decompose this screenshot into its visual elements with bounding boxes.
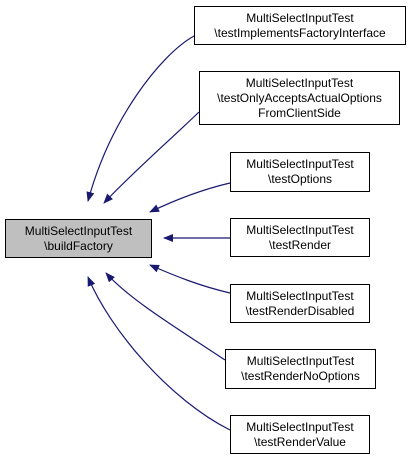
node-line: MultiSelectInputTest	[246, 10, 354, 25]
node-line: \testRenderDisabled	[245, 303, 355, 318]
node-line: MultiSelectInputTest	[245, 75, 354, 90]
node-build-factory-line-2: \buildFactory	[44, 238, 113, 253]
node-build-factory-line-1: MultiSelectInputTest	[24, 223, 133, 238]
node-line: \testImplementsFactoryInterface	[214, 25, 386, 40]
node-test-only-accepts-actual-options[interactable]: MultiSelectInputTest \testOnlyAcceptsAct…	[199, 71, 400, 125]
node-test-render[interactable]: MultiSelectInputTest \testRender	[230, 218, 370, 257]
edge-c3-to-build	[149, 182, 231, 213]
node-line: MultiSelectInputTest	[246, 354, 355, 368]
node-test-render-disabled[interactable]: MultiSelectInputTest \testRenderDisabled	[230, 284, 370, 323]
node-line: MultiSelectInputTest	[246, 157, 354, 171]
node-test-options[interactable]: MultiSelectInputTest \testOptions	[230, 152, 370, 192]
node-line: \testOnlyAcceptsActualOptions	[217, 90, 382, 105]
node-test-render-value[interactable]: MultiSelectInputTest \testRenderValue	[230, 415, 370, 454]
node-line: \testRenderValue	[254, 434, 346, 449]
edge-c1-to-build	[86, 35, 195, 202]
node-test-render-no-options[interactable]: MultiSelectInputTest \testRenderNoOption…	[225, 349, 376, 389]
node-line: \testRenderNoOptions	[241, 369, 360, 383]
edge-c6-to-build	[105, 272, 226, 361]
node-line: \testOptions	[267, 172, 333, 186]
node-line: MultiSelectInputTest	[246, 419, 354, 434]
node-line: \testRender	[268, 237, 332, 252]
edge-c2-to-build	[103, 111, 200, 204]
edge-c5-to-build	[149, 264, 231, 294]
node-test-implements-factory-interface[interactable]: MultiSelectInputTest \testImplementsFact…	[194, 6, 406, 45]
node-build-factory[interactable]: MultiSelectInputTest \buildFactory	[5, 219, 152, 258]
edge-c7-to-build	[87, 276, 231, 431]
node-line: FromClientSide	[258, 105, 341, 120]
node-line: MultiSelectInputTest	[246, 288, 354, 303]
node-line: MultiSelectInputTest	[246, 222, 354, 237]
